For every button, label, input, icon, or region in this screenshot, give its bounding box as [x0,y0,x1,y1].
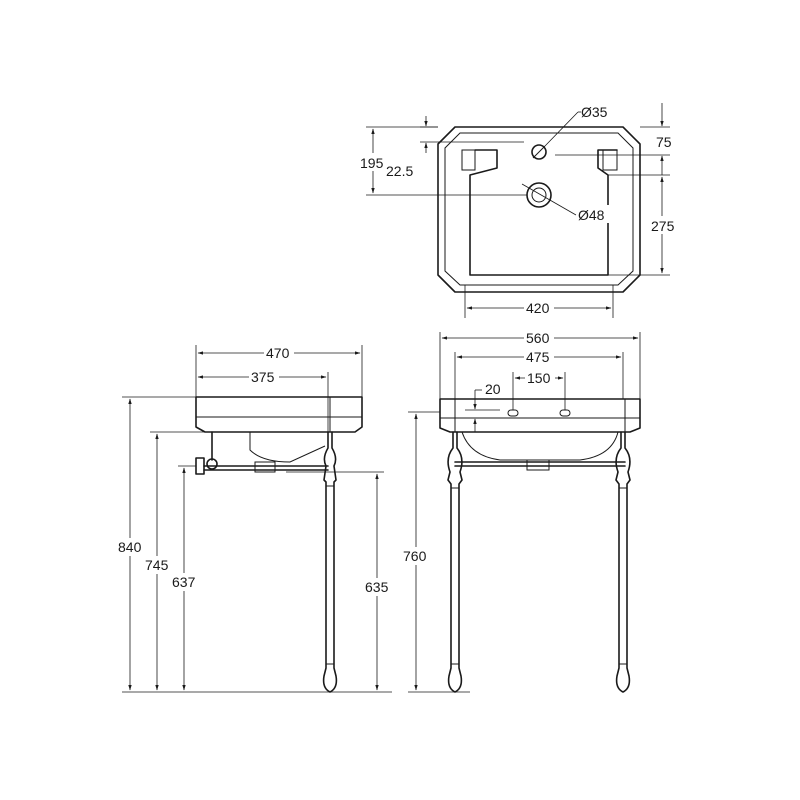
basin-bowl-outline [469,149,618,276]
label-overflow-offset: 75 [656,134,672,150]
tap-hole [531,144,547,160]
basin-rim-outline [444,132,634,286]
side-basin-outline [195,396,363,433]
label-height-637: 637 [172,574,196,590]
label-height-745: 745 [145,557,169,573]
side-leg [322,431,338,693]
basin-top-view [366,103,670,318]
label-tap-hole-diameter: Ø35 [581,104,608,120]
label-waste-diameter: Ø48 [578,207,605,223]
front-tap-hole-left [507,409,519,417]
label-total-height: 840 [118,539,142,555]
label-bowl-width: 420 [526,300,550,316]
label-height-760: 760 [403,548,427,564]
label-overall-width: 560 [526,330,550,346]
basin-front-view [408,332,641,693]
label-height-635: 635 [365,579,389,595]
label-tap-centres: 150 [527,370,551,386]
label-offset-22-5: 22.5 [386,163,413,179]
front-leg-right [615,431,631,693]
front-bowl [461,431,619,461]
label-overall-depth: 470 [266,345,290,361]
waste-outlet [526,182,552,208]
label-leg-span: 475 [526,349,550,365]
front-basin-outline [439,398,641,433]
front-tap-hole-right [559,409,571,417]
front-leg-left [447,431,463,693]
side-bowl [249,432,326,463]
basin-side-view [122,345,392,693]
label-leg-depth: 375 [251,369,275,385]
label-rim-20: 20 [485,381,501,397]
label-bowl-depth: 275 [651,218,675,234]
basin-outer-outline [437,126,641,293]
label-depth-195: 195 [360,155,384,171]
dimension-labels: Ø35 Ø48 75 195 22.5 275 420 470 375 840 … [117,102,680,596]
